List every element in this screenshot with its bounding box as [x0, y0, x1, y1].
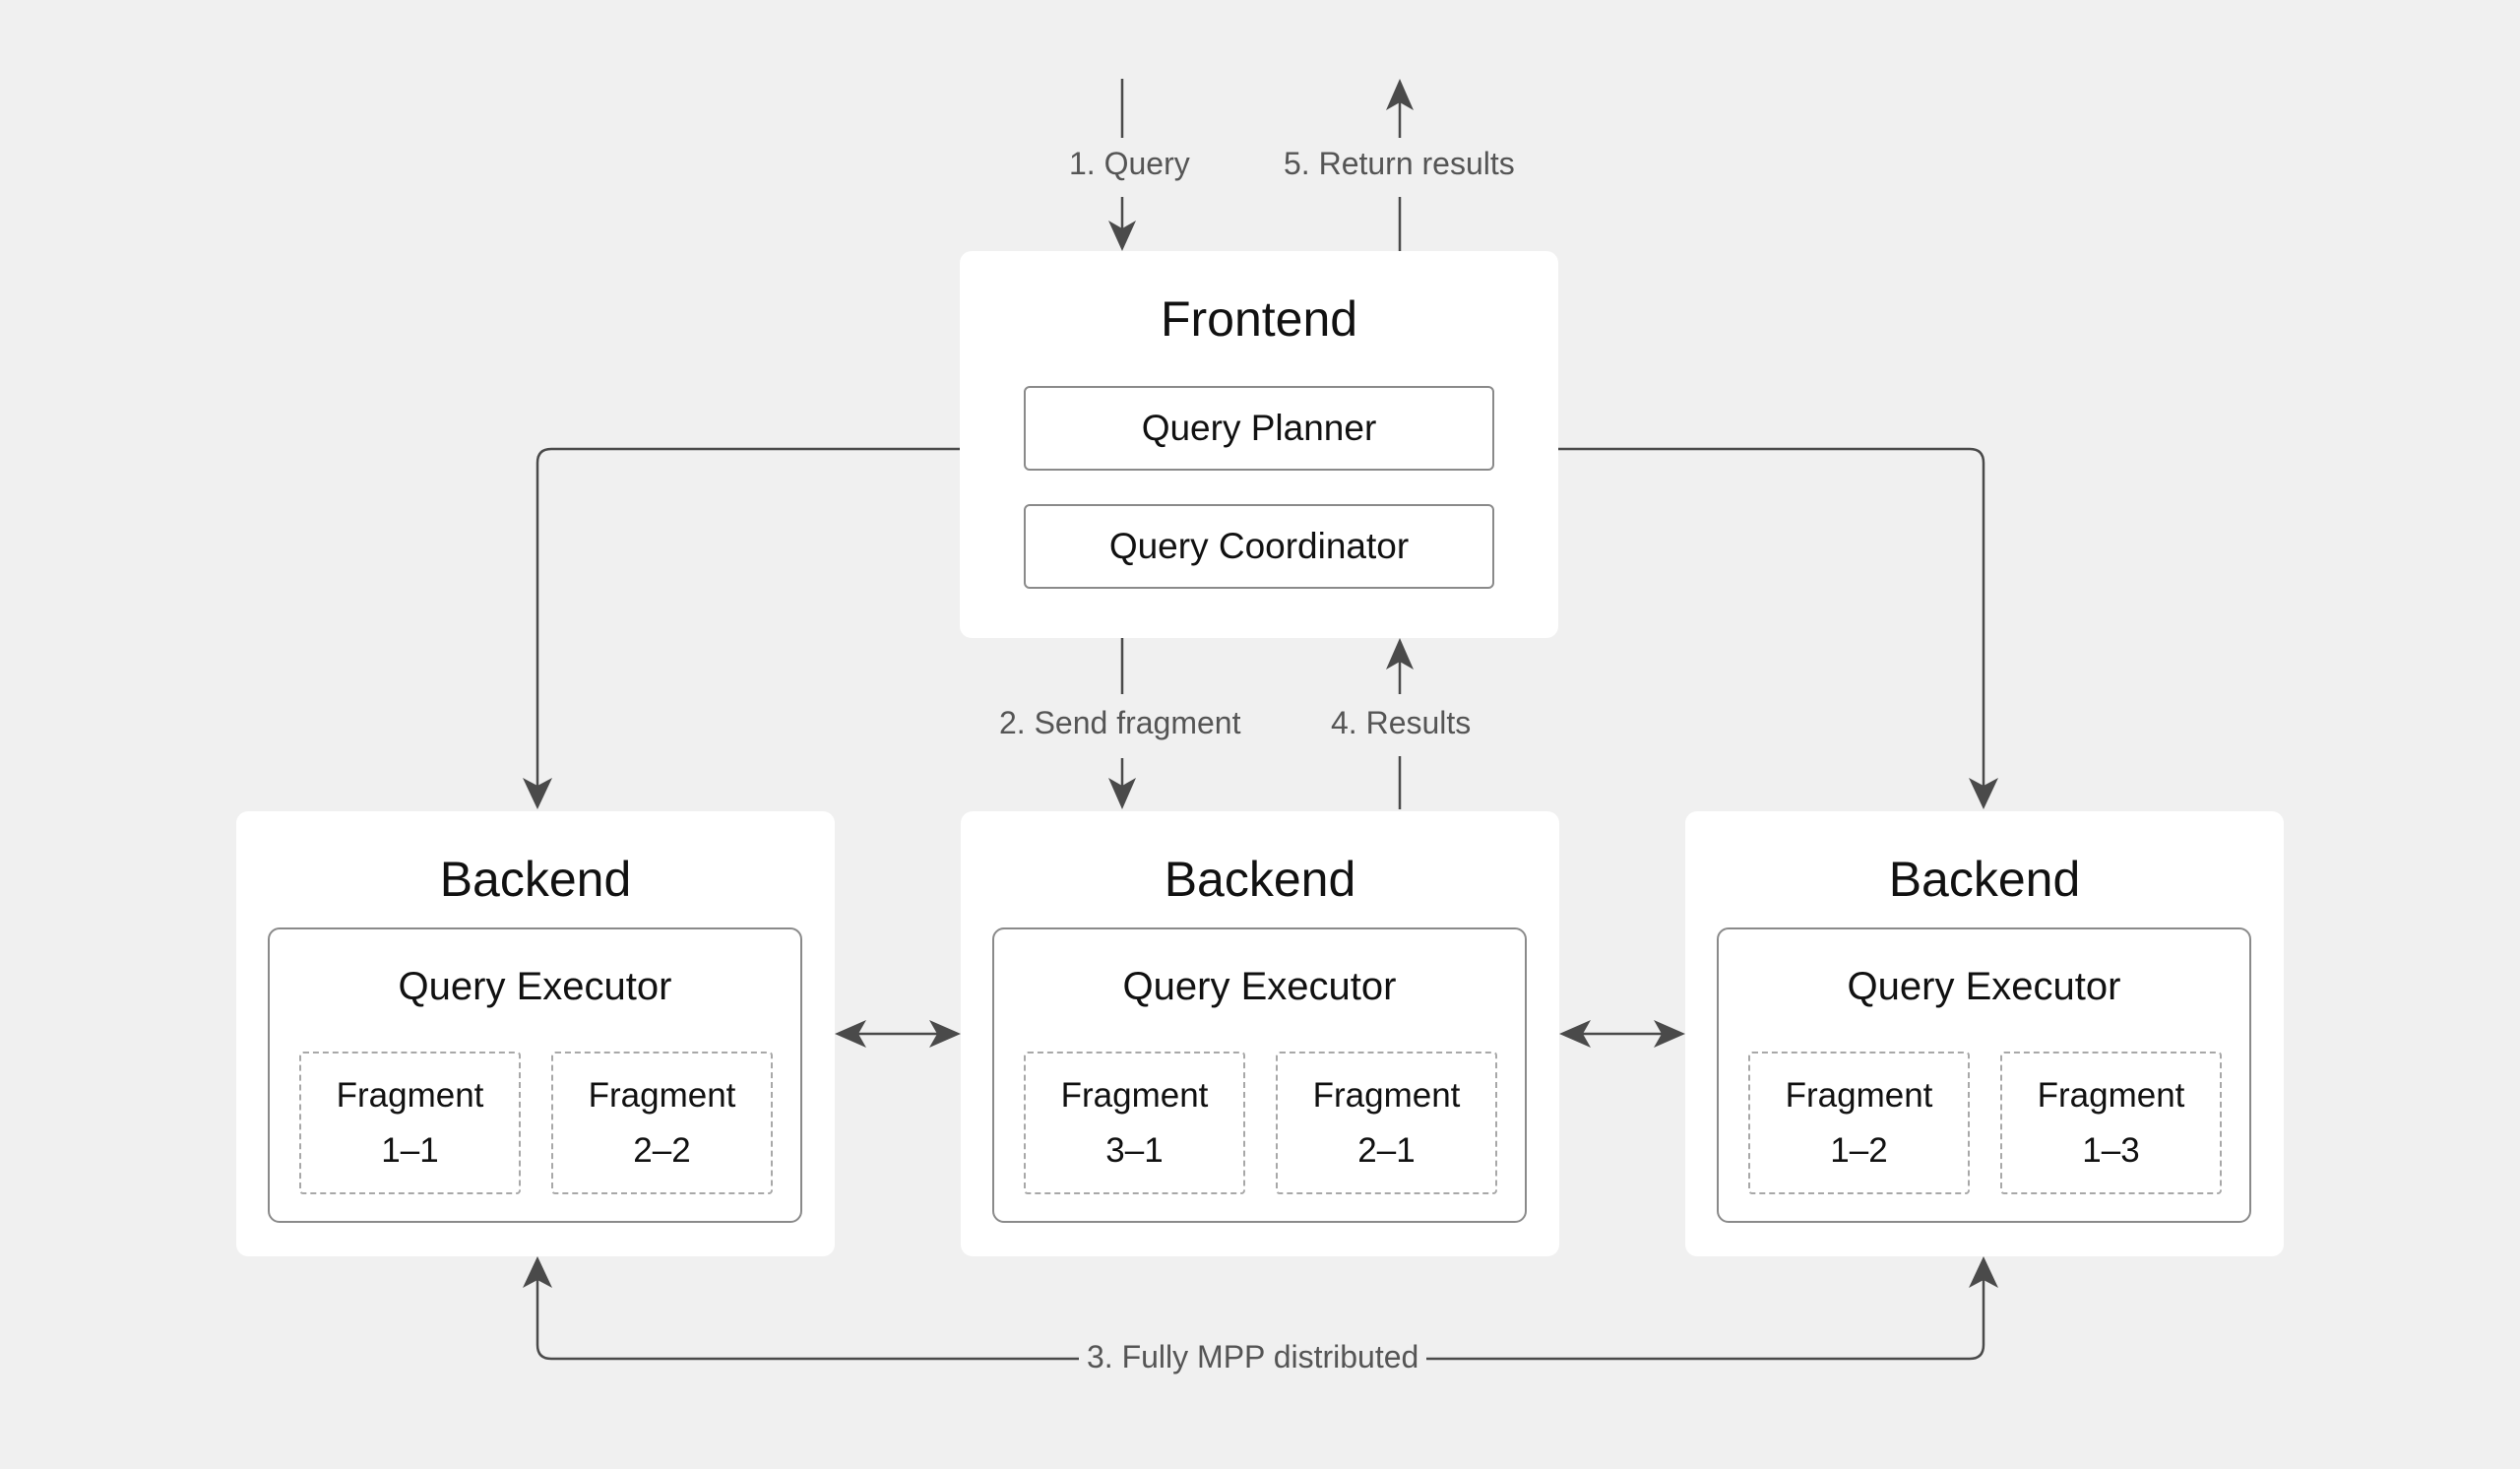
results-label: 4. Results	[1327, 705, 1476, 741]
query-label: 1. Query	[1065, 146, 1194, 182]
fragment-box: Fragment 1–2	[1748, 1052, 1970, 1194]
fragment-box: Fragment 1–1	[299, 1052, 521, 1194]
fragment-label: Fragment	[1060, 1075, 1209, 1115]
fragment-id: 2–1	[1357, 1130, 1416, 1170]
fragment-box: Fragment 3–1	[1024, 1052, 1245, 1194]
backend-title: Backend	[1888, 852, 2081, 907]
query-executor-title: Query Executor	[398, 965, 672, 1008]
fragment-label: Fragment	[336, 1075, 484, 1115]
fragment-box: Fragment 1–3	[2000, 1052, 2222, 1194]
fragment-id: 3–1	[1105, 1130, 1164, 1170]
query-executor-title: Query Executor	[1122, 965, 1397, 1008]
frontend-node: Frontend Query Planner Query Coordinator	[960, 251, 1558, 638]
query-executor-title: Query Executor	[1847, 965, 2121, 1008]
fragment-id: 1–2	[1830, 1130, 1888, 1170]
return-results-label: 5. Return results	[1280, 146, 1519, 182]
frontend-to-right-backend-arrow	[1558, 447, 1985, 796]
backend-node-left: Backend Query Executor Fragment 1–1 Frag…	[236, 811, 835, 1256]
frontend-title: Frontend	[1160, 291, 1358, 347]
fragment-label: Fragment	[588, 1075, 736, 1115]
fragment-label: Fragment	[1312, 1075, 1461, 1115]
fragment-id: 1–3	[2082, 1130, 2140, 1170]
query-executor-box: Query Executor Fragment 1–1 Fragment 2–2	[268, 927, 802, 1223]
backend-node-middle: Backend Query Executor Fragment 3–1 Frag…	[961, 811, 1559, 1256]
query-executor-box: Query Executor Fragment 1–2 Fragment 1–3	[1717, 927, 2251, 1223]
query-executor-box: Query Executor Fragment 3–1 Fragment 2–1	[992, 927, 1527, 1223]
fragment-id: 2–2	[633, 1130, 691, 1170]
fragment-id: 1–1	[381, 1130, 439, 1170]
backend-title: Backend	[1164, 852, 1356, 907]
query-planner-box: Query Planner	[1024, 386, 1494, 471]
send-fragment-label: 2. Send fragment	[995, 705, 1245, 741]
fragment-label: Fragment	[1785, 1075, 1933, 1115]
fragment-label: Fragment	[2037, 1075, 2185, 1115]
fragment-box: Fragment 2–1	[1276, 1052, 1497, 1194]
query-coordinator-box: Query Coordinator	[1024, 504, 1494, 589]
fragment-box: Fragment 2–2	[551, 1052, 773, 1194]
frontend-to-left-backend-arrow	[536, 447, 960, 796]
mpp-label: 3. Fully MPP distributed	[1079, 1339, 1427, 1375]
backend-title: Backend	[439, 852, 632, 907]
backend-node-right: Backend Query Executor Fragment 1–2 Frag…	[1685, 811, 2284, 1256]
